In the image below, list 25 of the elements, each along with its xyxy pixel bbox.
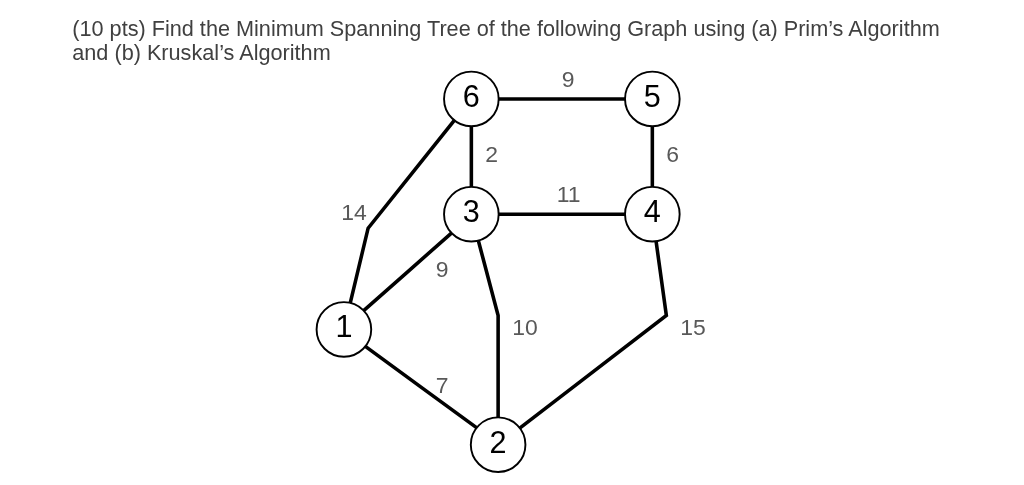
connector [348, 119, 456, 304]
edge-label: 15 [680, 314, 706, 341]
edge-label: 7 [435, 371, 449, 398]
edge-label: 11 [556, 180, 581, 207]
connector [498, 212, 626, 216]
edge-label: 9 [561, 65, 575, 92]
node-circle: 5 [624, 70, 681, 128]
connector [518, 241, 669, 430]
connector [469, 126, 474, 187]
connector [498, 97, 626, 101]
node-circle: 2 [469, 416, 527, 473]
edge-label: 9 [435, 256, 449, 283]
node-circle: 3 [443, 185, 500, 243]
edge-label: 10 [512, 314, 538, 341]
connector [476, 240, 500, 418]
connector [364, 344, 478, 430]
diagram-title: (10 pts) Find the Minimum Spanning Tree of the following Graph using (a) Prim’s Algorithm and (b) Kruskal’s Algorithm [72, 15, 940, 65]
node-circle: 4 [624, 185, 681, 243]
connector [650, 126, 655, 187]
connector [362, 231, 453, 312]
edge-label: 6 [666, 141, 680, 168]
edge-label: 14 [341, 198, 367, 225]
node-circle: 1 [315, 301, 373, 358]
node-circle: 6 [443, 70, 500, 128]
edge-label: 2 [485, 141, 499, 168]
